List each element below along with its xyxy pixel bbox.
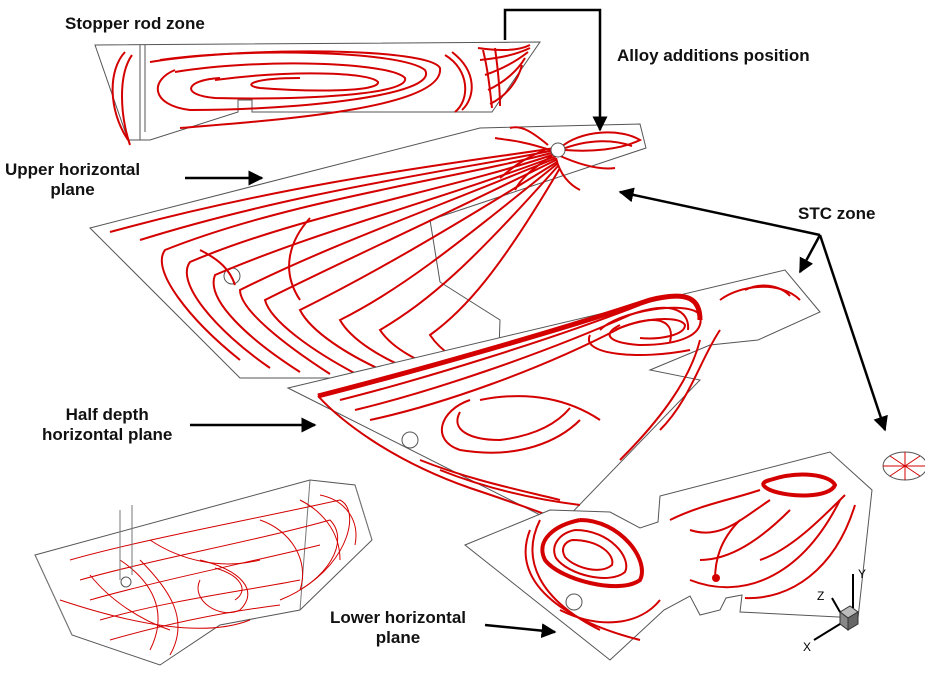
stc-arrow-half — [800, 235, 820, 272]
label-lower-horizontal-plane: Lower horizontal plane — [330, 608, 466, 648]
lower-plane-label-line1: Lower horizontal — [330, 608, 466, 628]
stc-arrow-lower — [820, 235, 885, 430]
stc-arrow-upper — [620, 192, 820, 235]
lower-plane-arrow — [485, 625, 555, 632]
label-half-depth-horizontal-plane: Half depth horizontal plane — [42, 405, 172, 445]
half-depth-label-line1: Half depth — [42, 405, 172, 425]
label-stc-zone: STC zone — [798, 204, 875, 224]
axis-y-label: Y — [858, 567, 866, 581]
stc-detail-icon — [883, 452, 925, 480]
upper-plane-label-line1: Upper horizontal — [5, 160, 140, 180]
label-stopper-rod-zone: Stopper rod zone — [65, 14, 205, 34]
lower-plane-label-line2: plane — [330, 628, 466, 648]
upper-plane-label-line2: plane — [5, 180, 140, 200]
half-depth-label-line2: horizontal plane — [42, 425, 172, 445]
label-alloy-additions-position: Alloy additions position — [617, 46, 810, 66]
label-upper-horizontal-plane: Upper horizontal plane — [5, 160, 140, 200]
axis-x-label: X — [803, 640, 811, 654]
overview-3d-panel — [35, 480, 372, 665]
axis-z-label: Z — [817, 589, 824, 603]
